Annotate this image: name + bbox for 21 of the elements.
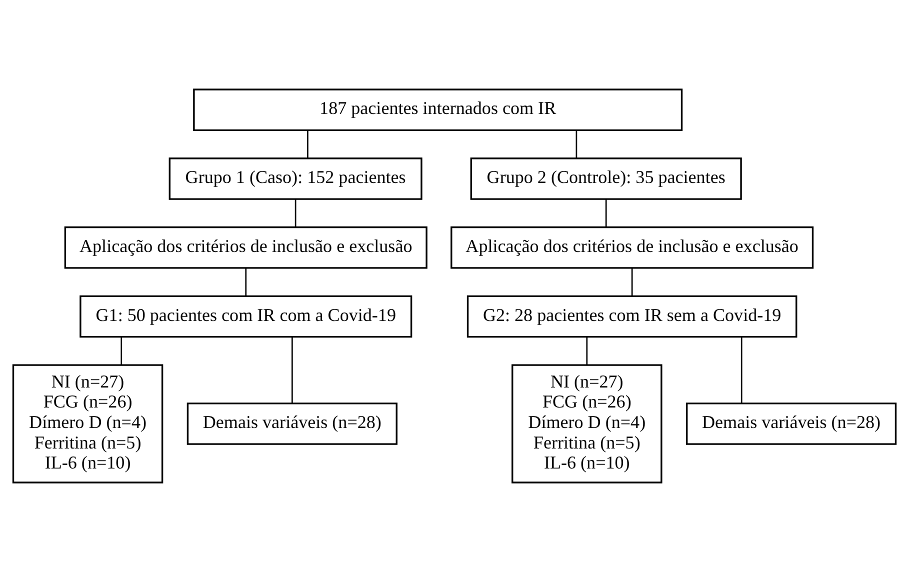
connector <box>245 268 247 296</box>
connector <box>292 337 293 404</box>
node-box: G1: 50 pacientes com IR com a Covid-19 <box>80 295 412 338</box>
node-box: Aplicação dos critérios de inclusão e exclusão <box>64 226 428 269</box>
node-box: NI (n=27) FCG (n=26) Dímero D (n=4) Ferritina (n=5) IL-6 (n=10) <box>12 364 164 484</box>
node-box: Grupo 2 (Controle): 35 pacientes <box>470 158 742 200</box>
node-box: NI (n=27) FCG (n=26) Dímero D (n=4) Ferritina (n=5) IL-6 (n=10) <box>512 364 662 484</box>
node-box: 187 pacientes internados com IR <box>193 88 683 132</box>
connector <box>605 199 607 227</box>
node-box: G2: 28 pacientes com IR sem a Covid-19 <box>466 295 798 338</box>
connector <box>294 199 296 227</box>
node-box: Grupo 1 (Caso): 152 pacientes <box>168 158 422 200</box>
node-box: Aplicação dos critérios de inclusão e exclusão <box>450 226 814 269</box>
connector <box>576 130 578 158</box>
connector <box>740 337 742 404</box>
connector <box>307 130 308 158</box>
connector <box>631 268 633 296</box>
node-box: Demais variáveis (n=28) <box>686 402 897 445</box>
connector <box>586 337 588 365</box>
connector <box>120 337 122 365</box>
node-box: Demais variáveis (n=28) <box>186 402 398 445</box>
